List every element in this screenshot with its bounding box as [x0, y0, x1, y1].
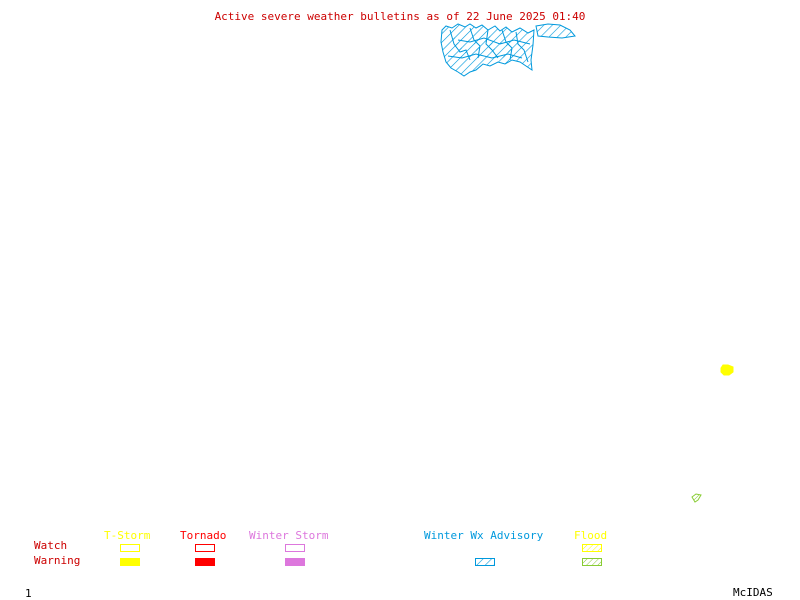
map-title: Active severe weather bulletins as of 22… — [214, 10, 586, 23]
legend-tstorm-watch-swatch — [120, 544, 140, 552]
tstorm-warning-area — [720, 364, 734, 376]
legend-winter-storm-watch-swatch — [285, 544, 305, 552]
legend-watch-label: Watch — [34, 539, 68, 552]
legend-flood-warning-swatch — [582, 558, 602, 566]
flood-area — [691, 493, 702, 503]
legend-flood-label: Flood — [574, 529, 608, 542]
winter-wx-advisory-area — [440, 23, 576, 77]
legend-winter-storm-label: Winter Storm — [249, 529, 329, 542]
legend-winter-wx-advisory-swatch — [475, 558, 495, 566]
legend-tstorm-label: T-Storm — [104, 529, 151, 542]
legend-warning-label: Warning — [34, 554, 81, 567]
frame-number: 1 — [25, 587, 32, 600]
legend-winter-wx-advisory-label: Winter Wx Advisory — [424, 529, 544, 542]
legend-tornado-label: Tornado — [180, 529, 227, 542]
legend-tornado-warning-swatch — [195, 558, 215, 566]
legend-winter-storm-warning-swatch — [285, 558, 305, 566]
legend-tstorm-warning-swatch — [120, 558, 140, 566]
mcidas-label: McIDAS — [733, 586, 773, 599]
legend-tornado-watch-swatch — [195, 544, 215, 552]
legend-flood-watch-swatch — [582, 544, 602, 552]
